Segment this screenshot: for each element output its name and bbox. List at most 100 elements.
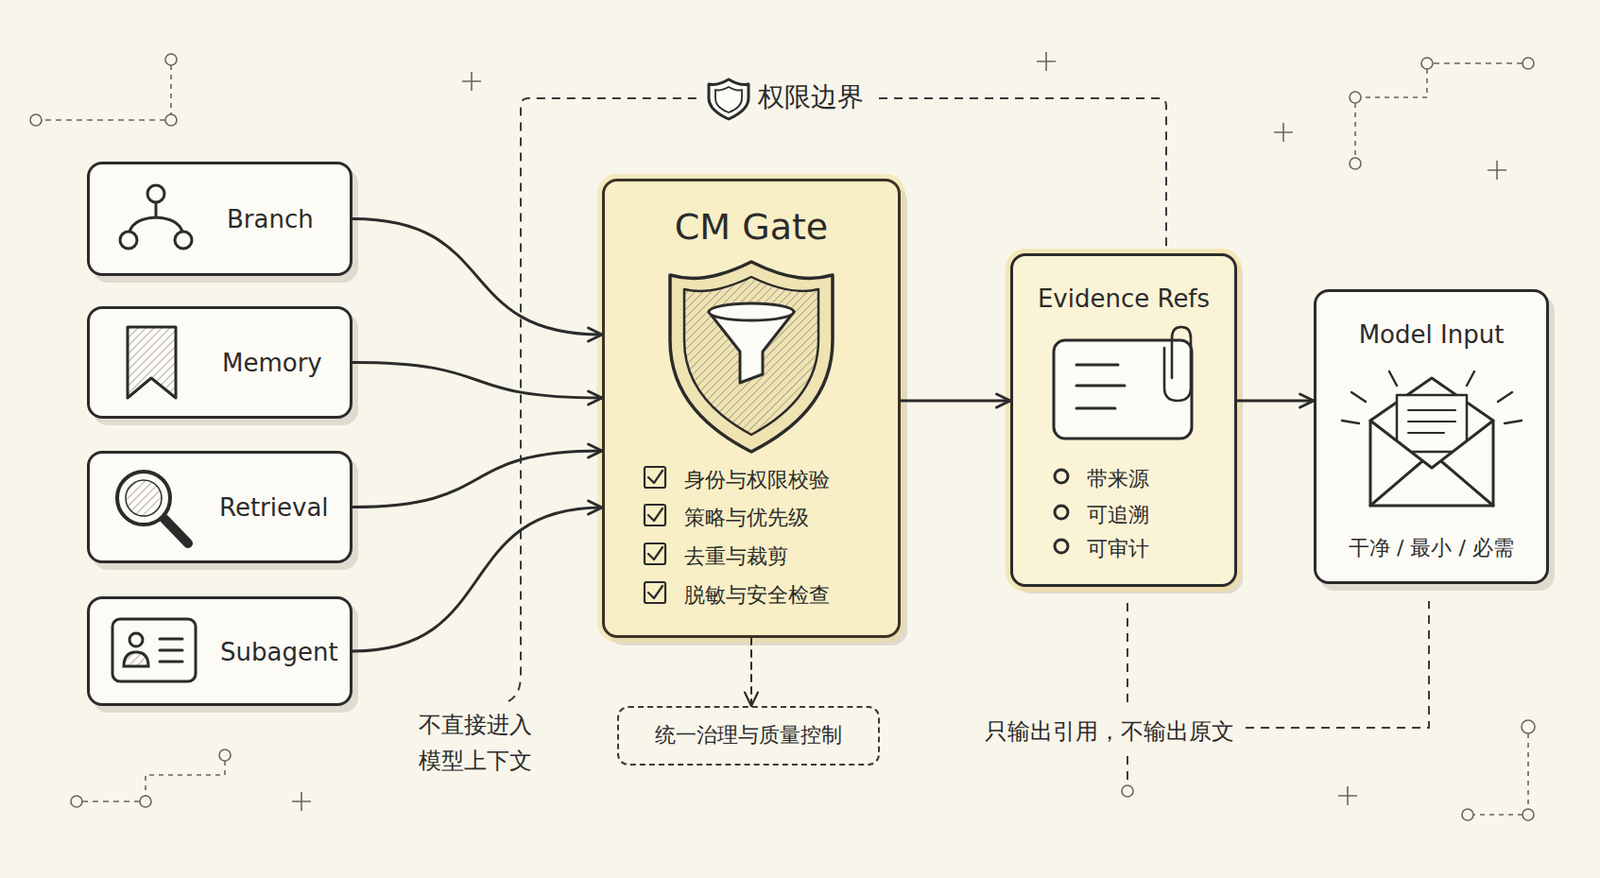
evidence-card-icon [1053, 326, 1192, 439]
person-head [129, 633, 143, 647]
boundary-shield-icon [708, 79, 749, 120]
arrow-head [744, 692, 758, 706]
check-mark [648, 547, 663, 560]
branch-stroke [129, 202, 183, 232]
doodle-line [41, 119, 166, 121]
source-box: Branch [86, 161, 353, 276]
arrow-head [588, 500, 603, 515]
box-text: 可审计 [1086, 536, 1150, 562]
doodle-dot [30, 114, 42, 126]
doodle-dot [1521, 720, 1535, 734]
check-mark [648, 470, 663, 483]
boundary-label: 权限边界 [757, 81, 864, 114]
source-box: Subagent [86, 596, 353, 706]
connector-line [900, 399, 1011, 403]
output-box: Model Input干净 / 最小 / 必需 [1313, 289, 1549, 585]
checkboxes [644, 466, 666, 603]
check-mark [648, 585, 663, 599]
plus-mark [462, 71, 482, 91]
envelope-front [1370, 420, 1494, 506]
doodle-line [1360, 68, 1428, 98]
arrow-head [588, 444, 603, 458]
box-title: Model Input [1316, 320, 1547, 350]
boundary-line [878, 98, 1167, 248]
box-text: 脱敏与安全检查 [684, 583, 830, 608]
doodle-line [145, 760, 225, 796]
gate-box: CM Gate身份与权限校验策略与优先级去重与裁剪脱敏与安全检查 [602, 178, 901, 638]
box-title: Evidence Refs [1013, 284, 1235, 314]
doodle-line [1432, 62, 1523, 65]
envelope-back [1370, 378, 1494, 421]
plus-mark [1273, 122, 1293, 142]
doodle-line [170, 65, 173, 115]
card-lines [1076, 364, 1125, 409]
arrow-head [997, 394, 1011, 408]
box-title: 统一治理与质量控制 [619, 722, 878, 748]
funnel-rim [708, 303, 794, 321]
box-title: Memory [222, 348, 323, 379]
connector [1237, 394, 1314, 408]
leader-line [1245, 601, 1429, 728]
doodle-dot [1349, 91, 1361, 104]
connector [900, 394, 1011, 408]
doodle-dot [1421, 57, 1433, 69]
branch-dot [120, 231, 138, 249]
connector-line [352, 450, 603, 508]
envelope-icon [1341, 371, 1522, 506]
doodle-dot [1462, 808, 1474, 821]
bullets [1054, 469, 1068, 553]
plus-mark [1036, 51, 1056, 71]
refs-box: Evidence Refs 带来源可追溯可审计 [1010, 253, 1238, 587]
connector [352, 219, 603, 343]
box-text: 带来源 [1086, 466, 1150, 492]
gate-shield-icon [670, 261, 833, 452]
shield-inner [715, 86, 742, 113]
shield-outer [708, 79, 749, 120]
doodle-dot [1349, 157, 1361, 170]
box-text: 可追溯 [1086, 502, 1150, 528]
box-title: Retrieval [219, 493, 329, 523]
bullet [1054, 539, 1068, 553]
envelope-fold [1370, 461, 1494, 506]
arrow-head [588, 391, 603, 405]
branch-dot [174, 231, 192, 249]
checkbox [644, 543, 666, 565]
doodle-dot [165, 53, 177, 66]
shield-inner [684, 276, 819, 435]
card-outline [112, 619, 196, 682]
checkbox [644, 466, 666, 488]
funnel [708, 311, 794, 383]
check-mark [648, 508, 663, 521]
source-box: Retrieval [86, 450, 353, 564]
doodle-line [1527, 733, 1530, 809]
doodle-dot [1522, 808, 1534, 821]
doodle-dot [1522, 57, 1534, 69]
leader-line [1126, 602, 1129, 709]
doodle-line [1473, 813, 1523, 816]
connector-line [750, 637, 753, 706]
connector-line [352, 219, 603, 336]
doodle-dot [165, 114, 177, 126]
branch-dot [147, 185, 165, 203]
connector [744, 637, 758, 706]
arrow-head [1300, 394, 1314, 408]
card-lines [159, 638, 183, 662]
doodle-dot [219, 749, 231, 761]
box-text: 去重与裁剪 [684, 544, 789, 569]
paperclip [1164, 326, 1191, 401]
source-box: Memory [86, 306, 353, 419]
box-title: CM Gate [604, 206, 898, 250]
circuit-doodle [30, 53, 1535, 821]
id-card-icon [112, 619, 196, 682]
branch-icon [120, 185, 192, 249]
bookmark-icon [127, 326, 176, 398]
plus-mark [1487, 160, 1507, 180]
doodle-dot [1121, 785, 1134, 797]
connector-line [1237, 399, 1314, 403]
letter-lines [1408, 410, 1456, 433]
note-label: 不直接进入 模型上下文 [418, 706, 544, 780]
